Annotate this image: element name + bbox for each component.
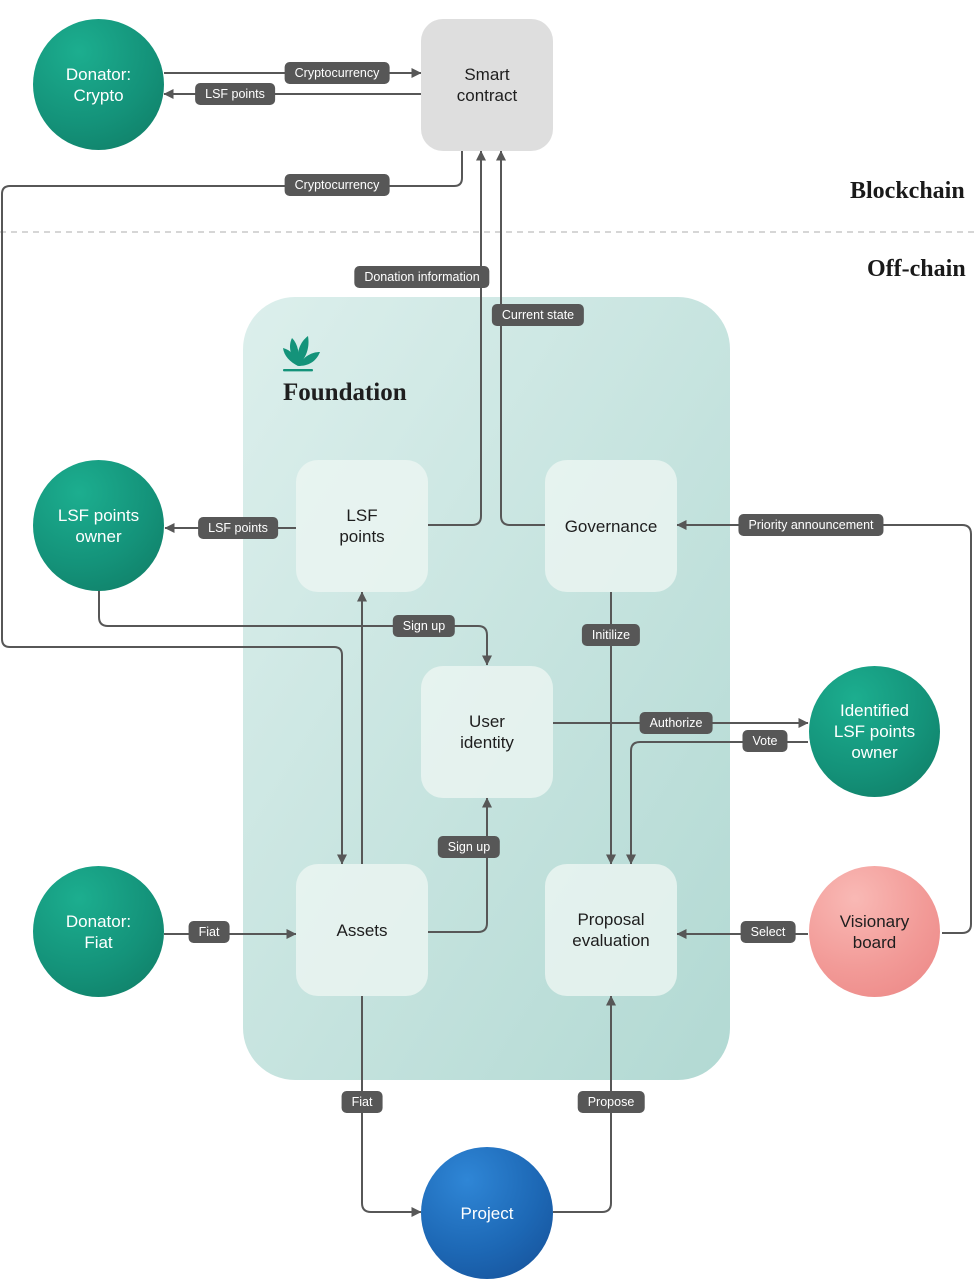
edge-priority-announcement	[676, 520, 972, 934]
edge-label-priority-announcement: Priority announcement	[738, 514, 884, 536]
identified-owner-node: Identified LSF points owner	[809, 666, 940, 797]
edge-label-lsf-points-to-owner: LSF points	[198, 517, 278, 539]
edge-owner-sign-up	[98, 590, 492, 666]
lsf-points-owner-label: LSF points owner	[57, 505, 140, 546]
edge-vote	[626, 741, 808, 865]
donator-fiat-node: Donator: Fiat	[33, 866, 164, 997]
edge-contract-to-assets	[1, 151, 463, 865]
donator-crypto-node: Donator: Crypto	[33, 19, 164, 150]
governance-node: Governance	[545, 460, 677, 592]
edge-label-fiat-donation: Fiat	[188, 921, 230, 943]
edge-propose	[553, 995, 616, 1213]
visionary-board-label: Visionary board	[839, 911, 910, 952]
governance-label: Governance	[564, 516, 658, 536]
edge-label-current-state: Current state	[491, 304, 585, 326]
edge-label-fiat-to-project: Fiat	[341, 1091, 383, 1113]
assets-label: Assets	[336, 920, 388, 940]
leaf-logo-icon	[283, 336, 320, 372]
user-identity-node: User identity	[421, 666, 553, 798]
edge-label-authorize: Authorize	[639, 712, 713, 734]
visionary-board-node: Visionary board	[809, 866, 940, 997]
smart-contract-label: Smart contract	[456, 65, 518, 105]
user-identity-label: User identity	[460, 712, 514, 752]
edge-label-owner-sign-up: Sign up	[392, 615, 456, 637]
lsf-points-label: LSF points	[339, 506, 385, 546]
assets-node: Assets	[296, 864, 428, 996]
edge-label-initialize: Initilize	[581, 624, 641, 646]
edge-donation-information	[428, 150, 486, 526]
project-node: Project	[421, 1147, 553, 1279]
offchain-zone-label: Off-chain	[867, 256, 966, 282]
donator-fiat-label: Donator: Fiat	[65, 911, 132, 952]
lsf-points-node: LSF points	[296, 460, 428, 592]
edge-label-select: Select	[740, 921, 796, 943]
project-label: Project	[460, 1203, 514, 1223]
lsf-points-owner-node: LSF points owner	[33, 460, 164, 591]
edge-assets-sign-up	[428, 797, 492, 933]
smart-contract-node: Smart contract	[421, 19, 553, 151]
edge-label-crypto-to-contract: Cryptocurrency	[284, 62, 390, 84]
identified-owner-label: Identified LSF points owner	[833, 701, 916, 762]
edge-label-contract-to-assets: Cryptocurrency	[284, 174, 390, 196]
edge-fiat-to-project	[361, 996, 422, 1217]
donator-crypto-label: Donator: Crypto	[65, 64, 132, 105]
edge-label-assets-sign-up: Sign up	[437, 836, 501, 858]
edge-label-vote: Vote	[742, 730, 788, 752]
edge-label-propose: Propose	[577, 1091, 645, 1113]
proposal-evaluation-node: Proposal evaluation	[545, 864, 677, 996]
edge-label-donation-information: Donation information	[354, 266, 490, 288]
foundation-title: Foundation	[283, 379, 407, 406]
edge-label-contract-to-crypto-donor: LSF points	[195, 83, 275, 105]
blockchain-zone-label: Blockchain	[850, 178, 965, 204]
proposal-evaluation-label: Proposal evaluation	[572, 910, 650, 950]
edge-current-state	[496, 150, 545, 526]
